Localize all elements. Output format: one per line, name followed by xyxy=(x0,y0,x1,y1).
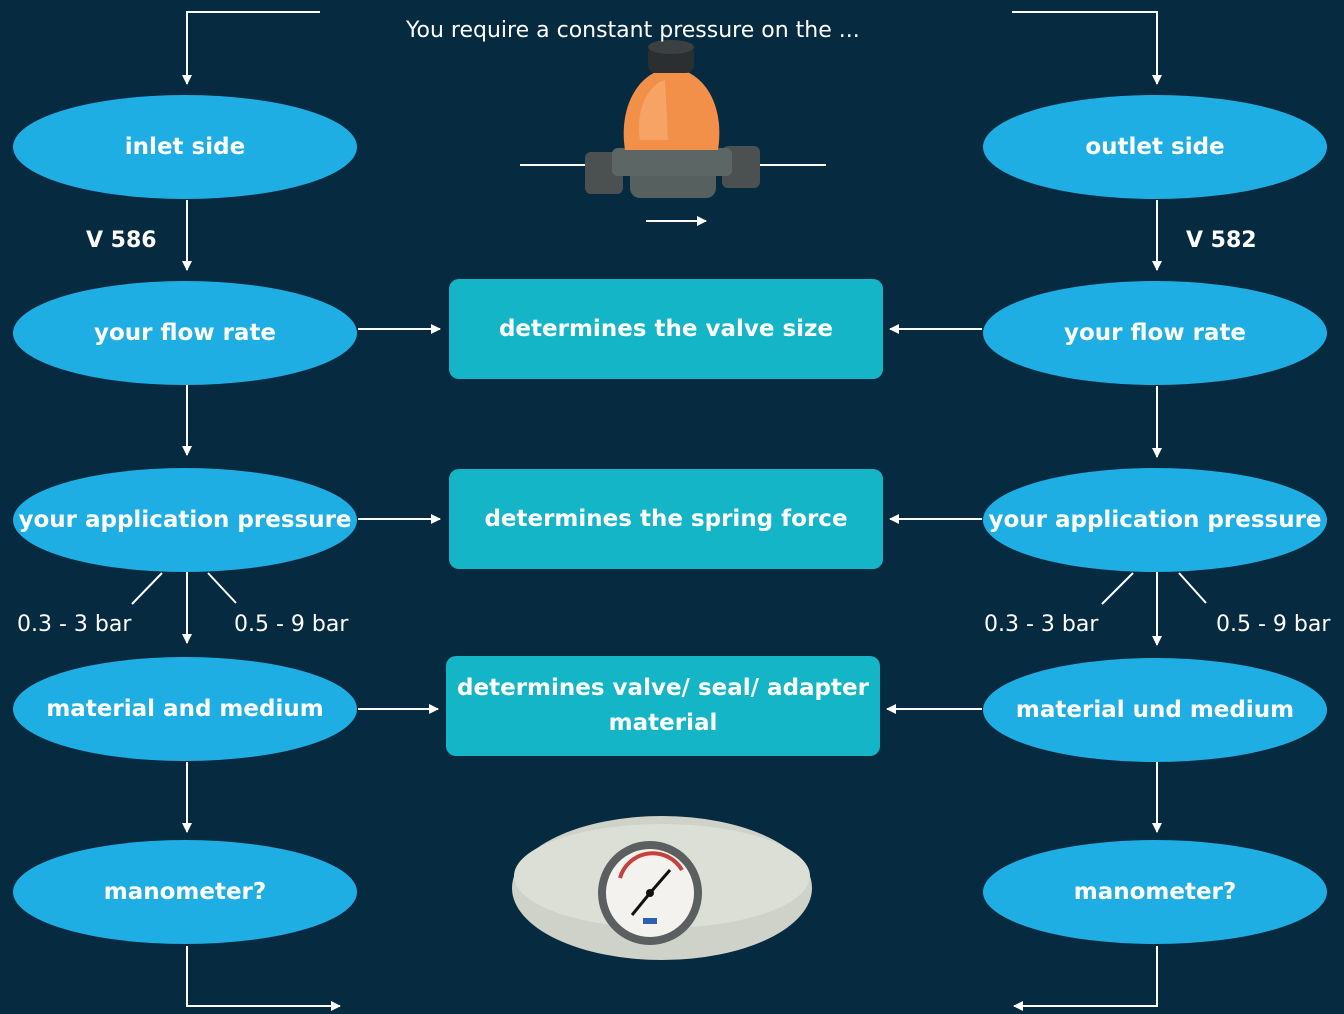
right-material-node: material und medium xyxy=(983,658,1327,762)
right-top-connector xyxy=(1012,11,1162,85)
left-range-low-tick xyxy=(131,572,163,605)
left-flow-rate-node: your flow rate xyxy=(13,281,357,385)
right-flow-rate-node: your flow rate xyxy=(983,281,1327,385)
left-model-label: V 586 xyxy=(86,228,157,253)
left-bottom-connector xyxy=(186,946,341,1011)
right-model-label: V 582 xyxy=(1186,228,1257,253)
left-range-high-tick xyxy=(207,572,237,604)
header-question: You require a constant pressure on the .… xyxy=(406,18,860,43)
right-pressure-node: your application pressure xyxy=(983,468,1327,572)
left-range-low: 0.3 - 3 bar xyxy=(17,612,132,637)
outlet-side-node: outlet side xyxy=(983,95,1327,199)
valve-image xyxy=(585,40,760,198)
left-material-node: material and medium xyxy=(13,657,357,761)
left-manometer-node: manometer? xyxy=(13,840,357,944)
right-range-low: 0.3 - 3 bar xyxy=(984,612,1099,637)
left-top-connector xyxy=(182,11,320,85)
right-manometer-node: manometer? xyxy=(983,840,1327,944)
right-range-high: 0.5 - 9 bar xyxy=(1216,612,1331,637)
valve-size-box: determines the valve size xyxy=(449,279,883,379)
material-box: determines valve/ seal/ adapter material xyxy=(446,656,880,756)
spring-force-box: determines the spring force xyxy=(449,469,883,569)
right-range-low-tick xyxy=(1101,572,1134,605)
right-bottom-connector xyxy=(1013,946,1158,1011)
inlet-side-node: inlet side xyxy=(13,95,357,199)
right-range-high-tick xyxy=(1178,572,1207,604)
left-pressure-node: your application pressure xyxy=(13,468,357,572)
left-range-high: 0.5 - 9 bar xyxy=(234,612,349,637)
manometer-image xyxy=(512,816,812,960)
